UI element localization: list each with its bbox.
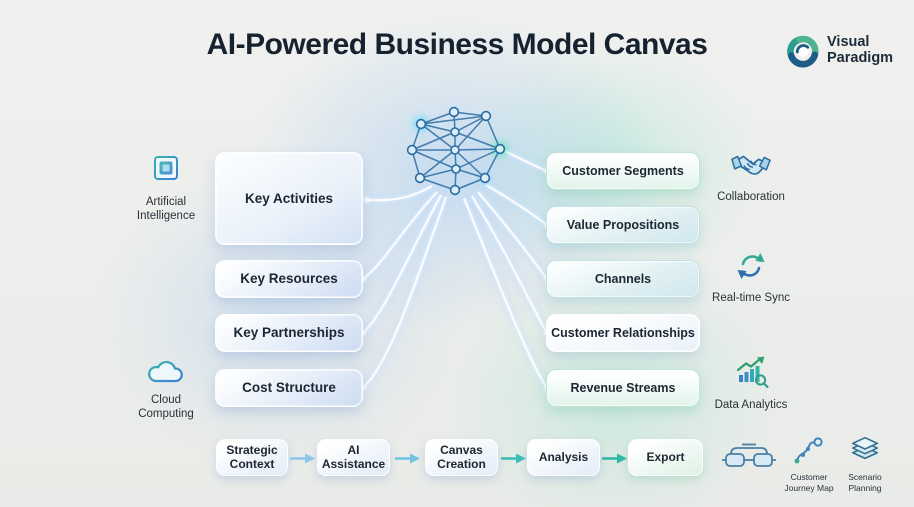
feature-label: Cloud Computing [138,394,194,421]
sync-arrows-icon [733,250,769,287]
workflow-arrow-icon [600,451,629,465]
workflow-arrow-icon [288,451,317,465]
step-label: Export [646,449,685,464]
analytics-chart-icon [732,355,770,394]
step-export: Export [628,439,703,476]
block-revenue-streams: Revenue Streams [546,369,700,407]
block-key-resources: Key Resources [215,260,363,298]
step-label: Analysis [538,449,589,464]
process-diagram-icon [722,443,776,476]
step-ai-assistance: AI Assistance [317,439,390,476]
block-label: Channels [594,271,652,286]
workflow-arrow-icon [393,451,422,465]
tool-process-diagram [720,443,778,476]
brand-logo: Visual Paradigm [786,34,893,68]
feature-label: Artificial Intelligence [136,196,196,223]
page-title: AI-Powered Business Model Canvas [206,28,708,61]
tool-label: Scenario Planning [848,472,882,493]
block-key-partnerships: Key Partnerships [215,314,363,352]
ai-chip-icon [148,150,184,191]
brand-name: Visual Paradigm [827,34,894,67]
brand-line1: Visual [827,34,870,51]
block-label: Revenue Streams [570,380,676,395]
block-value-propositions: Value Propositions [546,206,700,244]
feature-collaboration: Collaboration [704,151,798,204]
feature-real-time-sync: Real-time Sync [702,250,800,305]
feature-label: Real-time Sync [712,292,790,304]
block-customer-segments: Customer Segments [546,152,700,190]
step-label: AI Assistance [321,442,386,471]
step-strategic-context: Strategic Context [216,439,288,476]
block-label: Key Resources [240,271,338,287]
layers-icon [849,434,881,469]
feature-cloud-computing: Cloud Computing [125,357,207,422]
feature-label: Data Analytics [714,399,788,411]
cloud-icon [146,357,186,389]
step-label: Canvas Creation [437,442,486,471]
step-canvas-creation: Canvas Creation [425,439,498,476]
workflow-arrow-icon [499,451,528,465]
feature-label: Collaboration [717,191,785,203]
journey-map-icon [793,436,825,469]
visual-paradigm-logo-icon [786,34,820,68]
feature-data-analytics: Data Analytics [704,355,798,412]
block-label: Customer Relationships [551,325,695,340]
handshake-icon [730,151,772,186]
feature-artificial-intelligence: Artificial Intelligence [125,150,207,224]
brand-line2: Paradigm [827,50,894,66]
tool-customer-journey-map: Customer Journey Map [780,436,838,493]
block-channels: Channels [546,260,700,298]
block-label: Cost Structure [242,380,336,396]
step-label: Strategic Context [226,442,278,471]
block-label: Key Activities [244,190,334,206]
block-label: Key Partnerships [233,325,345,341]
block-customer-relationships: Customer Relationships [546,314,700,352]
tool-scenario-planning: Scenario Planning [838,434,892,493]
block-cost-structure: Cost Structure [215,369,363,407]
tool-label: Customer Journey Map [784,472,834,493]
block-label: Customer Segments [562,163,684,178]
step-analysis: Analysis [527,439,600,476]
block-label: Value Propositions [566,217,680,232]
block-key-activities: Key Activities [215,152,363,245]
